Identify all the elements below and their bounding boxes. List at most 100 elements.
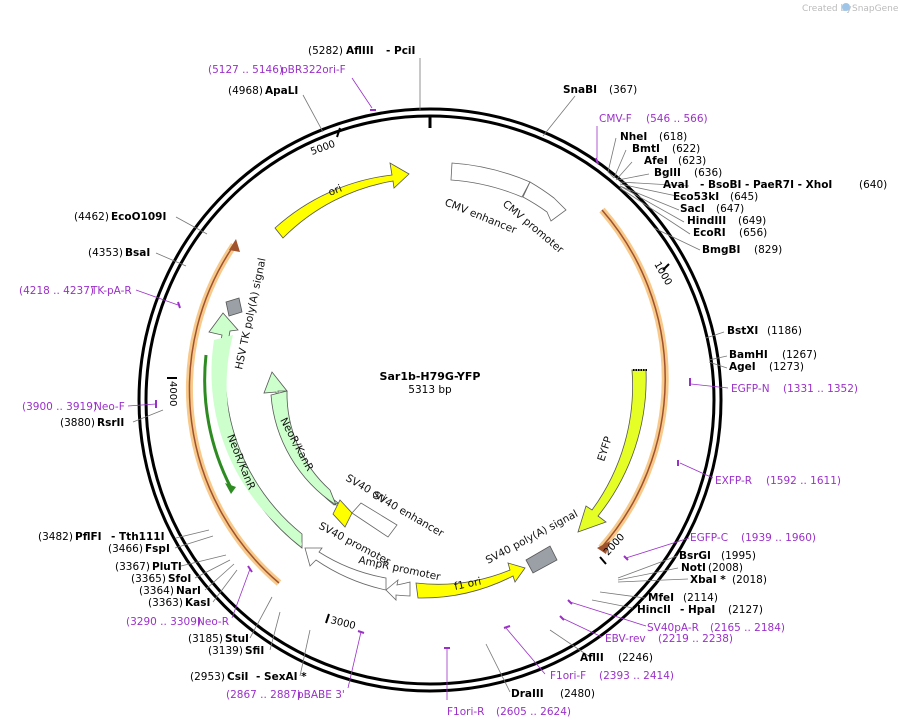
svg-text:(647): (647) <box>716 203 744 215</box>
site-bamhi[interactable]: BamHI (1267) <box>729 349 817 361</box>
site-agei[interactable]: AgeI (1273) <box>729 361 804 373</box>
svg-text:(649): (649) <box>738 215 766 227</box>
svg-text:(1331 .. 1352): (1331 .. 1352) <box>783 383 858 395</box>
primer-f1ori-r[interactable]: F1ori-R (2605 .. 2624) <box>447 706 571 718</box>
site-snabi[interactable]: SnaBI (367) <box>563 84 637 96</box>
created-by-text: Created by <box>802 4 852 14</box>
svg-text:EBV-rev: EBV-rev <box>605 633 646 645</box>
site-draiii[interactable]: DraIII (2480) <box>511 688 595 700</box>
svg-text:(2246): (2246) <box>618 652 653 664</box>
site-bsrgi[interactable]: BsrGI (1995) <box>679 550 756 562</box>
svg-text:(1995): (1995) <box>721 550 756 562</box>
site-name: AflIII <box>346 45 374 57</box>
svg-text:(5127 .. 5146): (5127 .. 5146) <box>208 64 283 76</box>
primer-ebv-rev[interactable]: EBV-rev (2219 .. 2238) <box>605 633 733 645</box>
primer-pbabe-3[interactable]: (2867 .. 2887) pBABE 3' <box>226 689 345 701</box>
feature-ori[interactable]: ori <box>274 162 410 239</box>
primer-pbr322ori-f[interactable]: (5127 .. 5146) pBR322ori-F <box>208 64 346 76</box>
svg-text:(3466): (3466) <box>108 543 143 555</box>
svg-text:Neo-F: Neo-F <box>94 401 125 413</box>
svg-text:NheI: NheI <box>620 131 647 143</box>
primer-f1ori-f[interactable]: F1ori-F (2393 .. 2414) <box>550 670 674 682</box>
primer-egfp-c[interactable]: EGFP-C (1939 .. 1960) <box>690 532 816 544</box>
site-mfei[interactable]: MfeI (2114) <box>648 592 718 604</box>
site-bsai[interactable]: (4353) BsaI <box>88 247 150 259</box>
feature-f1-ori-label: f1 ori <box>453 576 482 593</box>
snapgene-text: SnapGene <box>852 4 899 14</box>
primer-neo-r[interactable]: (3290 .. 3309) Neo-R <box>126 616 229 628</box>
feature-sv40-enhancer[interactable]: SV40 enhancer <box>351 489 446 540</box>
tick-3000: 3000 <box>325 613 357 632</box>
site-bmti[interactable]: BmtI (622) <box>632 143 700 155</box>
site-rsrii[interactable]: (3880) RsrII <box>60 417 124 429</box>
site-aflii[interactable]: AflII (2246) <box>580 652 653 664</box>
primer-egfp-n[interactable]: EGFP-N (1331 .. 1352) <box>731 383 858 395</box>
site-aflIII[interactable]: (5282) AflIII - PciI <box>308 45 415 57</box>
svg-text:(3365): (3365) <box>131 573 166 585</box>
primer-tk-pa-r[interactable]: (4218 .. 4237) TK-pA-R <box>19 285 132 297</box>
site-kasi[interactable]: (3363) KasI <box>148 597 210 609</box>
svg-text:KasI: KasI <box>185 597 210 609</box>
svg-text:pBABE 3': pBABE 3' <box>297 689 345 701</box>
site-eco53ki[interactable]: Eco53kI (645) <box>673 191 758 203</box>
svg-text:BmtI: BmtI <box>632 143 660 155</box>
site-sfii[interactable]: (3139) SfiI <box>208 645 264 657</box>
svg-text:BamHI: BamHI <box>729 349 768 361</box>
svg-text:- Tth111I: - Tth111I <box>111 531 165 543</box>
site-ecoo109i[interactable]: (4462) EcoO109I <box>74 211 166 223</box>
feature-neor-inner[interactable]: NeoR/KanR <box>263 371 339 507</box>
svg-text:(3185): (3185) <box>188 633 223 645</box>
primer-sv40pa-r[interactable]: SV40pA-R (2165 .. 2184) <box>647 622 785 634</box>
feature-sv40-polya[interactable]: SV40 poly(A) signal <box>484 508 580 574</box>
feature-cmv-enhancer[interactable]: CMV enhancer <box>443 162 531 237</box>
site-hincii[interactable]: HincII - HpaI (2127) <box>637 604 763 616</box>
svg-text:- BsoBI - PaeR7I - XhoI: - BsoBI - PaeR7I - XhoI <box>700 179 832 191</box>
site-saci[interactable]: SacI (647) <box>680 203 744 215</box>
site-pflfi[interactable]: (3482) PflFI - Tth111I <box>38 531 165 543</box>
feature-f1-ori[interactable]: f1 ori <box>415 562 526 599</box>
svg-text:SV40pA-R: SV40pA-R <box>647 622 699 634</box>
site-xbai[interactable]: XbaI * (2018) <box>690 574 767 586</box>
svg-text:(2480): (2480) <box>560 688 595 700</box>
plasmid-size: 5313 bp <box>408 384 452 396</box>
site-nari[interactable]: (3364) NarI <box>139 585 201 597</box>
site-apali[interactable]: (4968) ApaLI <box>228 85 298 97</box>
svg-text:F1ori-R: F1ori-R <box>447 706 484 718</box>
site-nhei[interactable]: NheI (618) <box>620 131 687 143</box>
site-bglii[interactable]: BglII (636) <box>654 167 722 179</box>
site-ecori[interactable]: EcoRI (656) <box>693 227 767 239</box>
svg-text:DraIII: DraIII <box>511 688 544 700</box>
svg-text:SnaBI: SnaBI <box>563 84 597 96</box>
site-pluti[interactable]: (3367) PluTI <box>115 561 182 573</box>
svg-text:(1273): (1273) <box>769 361 804 373</box>
primer-neo-f[interactable]: (3900 .. 3919) Neo-F <box>22 401 125 413</box>
site-sfoi[interactable]: (3365) SfoI <box>131 573 191 585</box>
feature-cmv-promoter[interactable]: CMV promoter <box>500 181 567 256</box>
site-bstxi[interactable]: BstXI (1186) <box>727 325 802 337</box>
primer-exfp-r[interactable]: EXFP-R (1592 .. 1611) <box>715 475 841 487</box>
site-stui[interactable]: (3185) StuI <box>188 633 249 645</box>
site-avai[interactable]: AvaI - BsoBI - PaeR7I - XhoI (640) <box>663 179 887 191</box>
svg-text:AflII: AflII <box>580 652 604 664</box>
feature-hsv-tk[interactable]: HSV TK poly(A) signal <box>225 257 269 371</box>
orf-band-neor-green <box>203 354 236 494</box>
primer-cmv-f[interactable]: CMV-F (546 .. 566) <box>599 113 708 125</box>
feature-eyfp[interactable]: EYFP <box>577 369 647 533</box>
svg-text:(829): (829) <box>754 244 782 256</box>
svg-text:PluTI: PluTI <box>152 561 182 573</box>
site-fspi[interactable]: (3466) FspI <box>108 543 170 555</box>
site-csii[interactable]: (2953) CsiI - SexAI * <box>190 671 307 683</box>
svg-text:(3290 .. 3309): (3290 .. 3309) <box>126 616 201 628</box>
svg-text:(2008): (2008) <box>708 562 743 574</box>
site-bmgbi[interactable]: BmgBI (829) <box>702 244 782 256</box>
svg-text:SfoI: SfoI <box>168 573 191 585</box>
svg-text:(3880): (3880) <box>60 417 95 429</box>
svg-text:(3364): (3364) <box>139 585 174 597</box>
site-hindiii[interactable]: HindIII (649) <box>687 215 766 227</box>
svg-text:(3139): (3139) <box>208 645 243 657</box>
plasmid-name: Sar1b-H79G-YFP <box>380 370 481 383</box>
feature-hsv-tk-label: HSV TK poly(A) signal <box>233 257 268 371</box>
site-noti[interactable]: NotI (2008) <box>681 562 743 574</box>
svg-text:EXFP-R: EXFP-R <box>715 475 752 487</box>
site-afei[interactable]: AfeI (623) <box>644 155 706 167</box>
